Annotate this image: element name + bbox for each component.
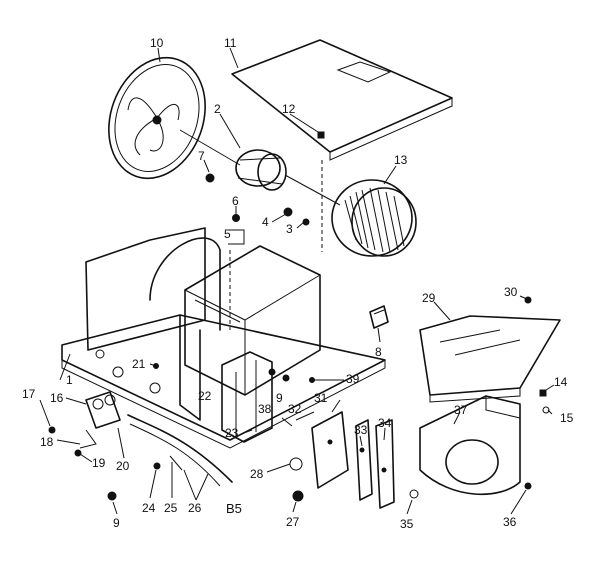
label-30: 30 <box>504 285 518 299</box>
label-34: 34 <box>378 416 392 430</box>
label-35: 35 <box>400 517 414 531</box>
label-19: 19 <box>92 456 106 470</box>
label-9-upper: 9 <box>276 391 283 405</box>
bracket-part-8 <box>369 305 389 329</box>
capacitor-and-wiring <box>48 296 550 502</box>
label-11: 11 <box>224 36 237 50</box>
label-9-lower: 9 <box>113 516 120 530</box>
label-2: 2 <box>214 102 221 116</box>
label-38: 38 <box>258 402 272 416</box>
blower-housing-part-37 <box>419 395 521 496</box>
panel-part-29 <box>419 315 561 403</box>
leader-lines <box>39 47 555 515</box>
label-5: 5 <box>224 227 231 241</box>
cabinet-housing <box>61 160 386 449</box>
label-23: 23 <box>225 426 239 440</box>
blower-wheel-part-13 <box>331 179 417 257</box>
label-7: 7 <box>198 149 205 163</box>
top-cover-part-11 <box>231 39 453 161</box>
fan-guard-part-10 <box>108 56 206 180</box>
label-8: 8 <box>375 345 382 359</box>
label-22: 22 <box>198 389 212 403</box>
label-25: 25 <box>164 501 178 515</box>
label-37: 37 <box>454 403 468 417</box>
motor-part-2 <box>179 129 341 206</box>
label-18: 18 <box>40 435 54 449</box>
label-29: 29 <box>422 291 436 305</box>
label-28: 28 <box>250 467 264 481</box>
label-27: 27 <box>286 515 300 529</box>
label-6: 6 <box>232 194 239 208</box>
label-20: 20 <box>116 459 130 473</box>
label-4: 4 <box>262 215 269 229</box>
part-labels: 10 11 2 12 7 13 6 5 4 3 29 30 8 21 39 14… <box>22 36 574 531</box>
hardware-small-parts <box>205 131 325 245</box>
label-26: 26 <box>188 501 202 515</box>
label-13: 13 <box>394 153 408 167</box>
label-36: 36 <box>503 515 517 529</box>
label-24: 24 <box>142 501 156 515</box>
label-17: 17 <box>22 387 36 401</box>
label-33: 33 <box>354 423 368 437</box>
label-21: 21 <box>132 357 146 371</box>
label-16: 16 <box>50 391 64 405</box>
label-31: 31 <box>314 391 328 405</box>
label-1: 1 <box>66 373 73 387</box>
control-brackets-parts-31-33-34 <box>311 411 395 509</box>
label-32: 32 <box>288 402 302 416</box>
label-39: 39 <box>346 372 360 386</box>
label-10: 10 <box>150 36 164 50</box>
label-12: 12 <box>282 102 296 116</box>
label-3: 3 <box>286 222 293 236</box>
label-14: 14 <box>554 375 568 389</box>
label-15: 15 <box>560 411 574 425</box>
diagram-code: B5 <box>226 501 242 516</box>
